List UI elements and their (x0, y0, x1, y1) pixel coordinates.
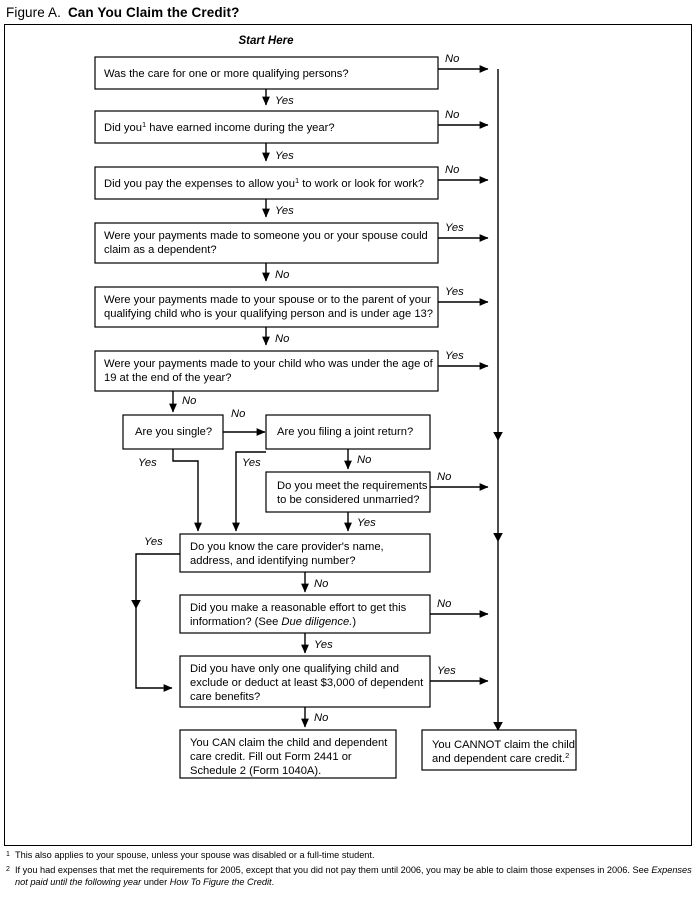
edge-label-q8-yes: Yes (242, 457, 261, 469)
footnote-1-text: This also applies to your spouse, unless… (15, 850, 375, 860)
figure-title-bar: Figure A. Can You Claim the Credit? (0, 0, 697, 24)
node-q11-line2: information? (See Due diligence.) (190, 616, 356, 628)
edge-label-q9-yes: Yes (357, 517, 376, 529)
node-q10-line2: address, and identifying number? (190, 555, 355, 567)
edge-label-q5-yes: Yes (445, 286, 464, 298)
edge-label-q6-no: No (182, 395, 196, 407)
footnote-2-text-a: If you had expenses that met the require… (15, 864, 652, 875)
page-title: Can You Claim the Credit? (67, 4, 240, 20)
node-result-can-line2: care credit. Fill out Form 2441 or (190, 751, 352, 763)
node-q8-text: Are you filing a joint return? (277, 426, 413, 438)
edge-label-q7-no: No (231, 408, 245, 420)
footnote-1: 1 This also applies to your spouse, unle… (6, 850, 692, 862)
node-q2 (94, 110, 439, 144)
edge-q10-yes (135, 553, 180, 692)
footnote-2-italic-b: How To Figure the Credit (169, 876, 272, 887)
footnote-1-marker: 1 (6, 851, 10, 858)
footnote-2-text-c: . (271, 876, 275, 887)
edge-label-q8-no: No (357, 454, 371, 466)
node-q5-line1: Were your payments made to your spouse o… (104, 294, 431, 306)
edge-label-q9-no: No (437, 471, 451, 483)
node-result-can-line1: You CAN claim the child and dependent (190, 737, 388, 749)
node-q9 (265, 471, 431, 513)
edge-label-q3-no: No (445, 164, 459, 176)
edge-label-q7-yes: Yes (138, 457, 157, 469)
node-q2-text: Did you1 have earned income during the y… (104, 120, 335, 134)
footnotes: 1 This also applies to your spouse, unle… (6, 850, 692, 891)
node-q11 (179, 594, 431, 634)
node-q5 (94, 286, 439, 328)
edge-q10-yes-midarrow (131, 600, 141, 609)
node-result-can (179, 729, 397, 779)
node-q6-line2: 19 at the end of the year? (104, 372, 232, 384)
node-result-can-line3: Schedule 2 (Form 1040A). (190, 765, 321, 777)
node-q9-line2: to be considered unmarried? (277, 494, 419, 506)
figure-label: Figure A. (6, 4, 61, 20)
node-q12-line2: exclude or deduct at least $3,000 of dep… (190, 677, 424, 689)
edge-q7-yes (172, 449, 202, 532)
right-spine-arrow-1 (493, 432, 503, 441)
node-q11-line1: Did you make a reasonable effort to get … (190, 602, 407, 614)
node-q7 (122, 414, 224, 450)
node-result-cannot-line2: and dependent care credit.2 (432, 751, 569, 765)
edge-label-q12-no: No (314, 712, 328, 724)
node-q10-line1: Do you know the care provider's name, (190, 541, 384, 553)
node-q4 (94, 222, 439, 264)
node-q12 (179, 655, 431, 708)
edge-label-q1-yes: Yes (275, 95, 294, 107)
edge-label-q2-yes: Yes (275, 150, 294, 162)
node-q1 (94, 56, 439, 90)
node-q1-text: Was the care for one or more qualifying … (104, 68, 349, 80)
node-result-cannot (421, 729, 577, 771)
edge-label-q2-no: No (445, 109, 459, 121)
node-q5-line2: qualifying child who is your qualifying … (104, 308, 433, 320)
node-q7-text: Are you single? (135, 426, 212, 438)
edge-label-q4-no: No (275, 269, 289, 281)
node-q9-line1: Do you meet the requirements (277, 480, 428, 492)
edge-label-q11-yes: Yes (314, 639, 333, 651)
footnote-2-marker: 2 (6, 865, 10, 873)
edge-label-q5-no: No (275, 333, 289, 345)
node-q6-line1: Were your payments made to your child wh… (104, 358, 434, 370)
footnote-2-italic-a: Expenses not paid until the following ye… (15, 864, 692, 887)
edge-label-q10-no: No (314, 578, 328, 590)
node-result-cannot-line1: You CANNOT claim the child (432, 739, 575, 751)
node-q12-line1: Did you have only one qualifying child a… (190, 663, 399, 675)
node-q4-line2: claim as a dependent? (104, 244, 217, 256)
node-q12-line3: care benefits? (190, 691, 260, 703)
node-q4-line1: Were your payments made to someone you o… (104, 230, 428, 242)
edge-label-q3-yes: Yes (275, 205, 294, 217)
node-q3-text: Did you pay the expenses to allow you1 t… (104, 176, 424, 190)
edge-label-q11-no: No (437, 598, 451, 610)
right-spine-arrow-end (493, 722, 503, 731)
node-q8 (265, 414, 431, 450)
edge-q8-yes (232, 451, 266, 532)
footnote-2: 2 If you had expenses that met the requi… (6, 865, 692, 889)
start-here-label: Start Here (239, 35, 295, 47)
edge-label-q10-yes: Yes (144, 536, 163, 548)
node-q6 (94, 350, 439, 392)
right-spine-arrow-2 (493, 533, 503, 542)
edge-label-q1-no: No (445, 53, 459, 65)
edge-label-q6-yes: Yes (445, 350, 464, 362)
edge-label-q12-yes: Yes (437, 665, 456, 677)
footnote-2-text-b: under (141, 876, 170, 887)
edge-label-q4-yes: Yes (445, 222, 464, 234)
